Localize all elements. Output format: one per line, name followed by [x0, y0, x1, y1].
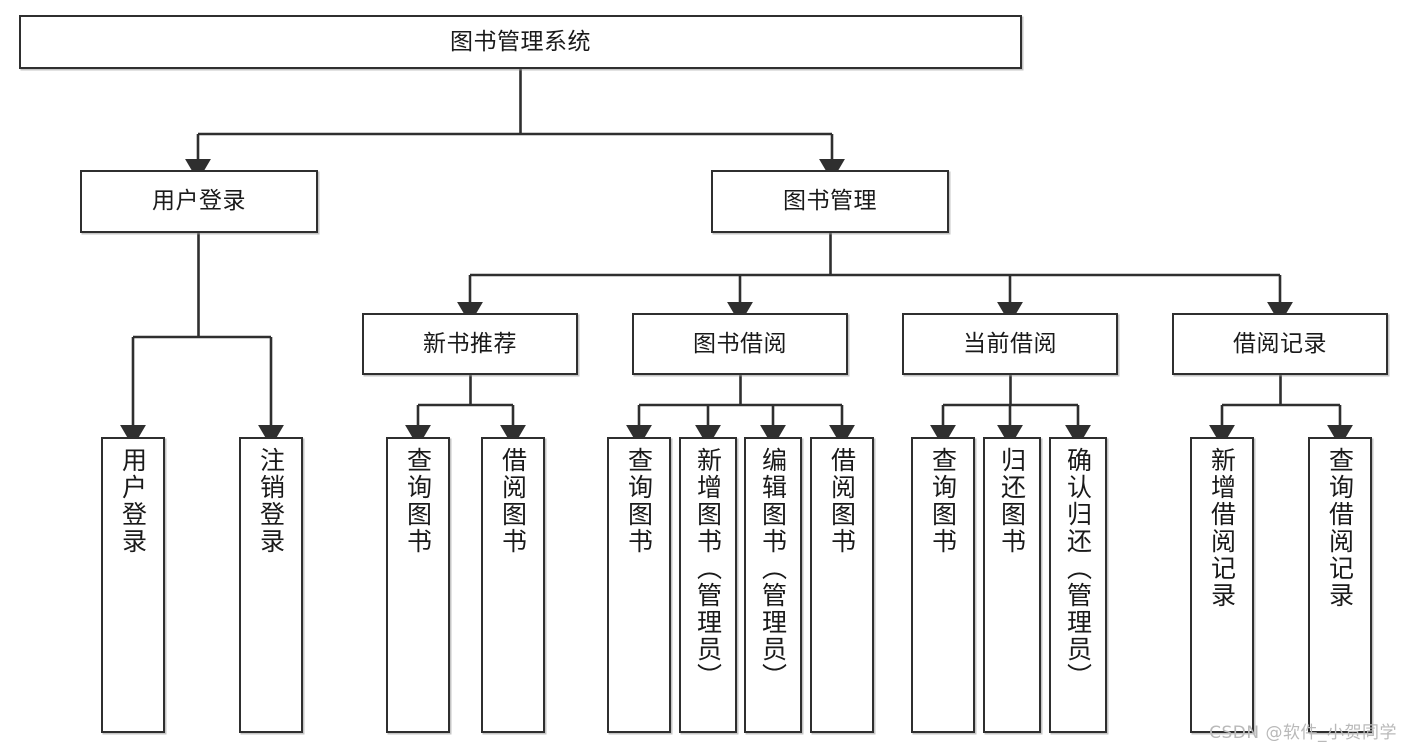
- node-new-book-recommend[interactable]: 新书推荐: [362, 313, 578, 375]
- node-book-management-label: 图书管理: [783, 188, 877, 215]
- node-current-borrow[interactable]: 当前借阅: [902, 313, 1118, 375]
- node-book-management[interactable]: 图书管理: [711, 170, 949, 233]
- node-borrow-record[interactable]: 借阅记录: [1172, 313, 1388, 375]
- leaf-current-borrow-confirm-label: 确认归还（管理员）: [1063, 447, 1093, 690]
- leaf-new-book-query[interactable]: 查询图书: [386, 437, 450, 733]
- node-book-borrow-label: 图书借阅: [693, 330, 787, 357]
- leaf-borrow-record-query[interactable]: 查询借阅记录: [1308, 437, 1372, 733]
- node-user-login[interactable]: 用户登录: [80, 170, 318, 233]
- leaf-book-borrow-borrow-label: 借阅图书: [827, 447, 857, 555]
- leaf-user-login-logout[interactable]: 注销登录: [239, 437, 303, 733]
- leaf-current-borrow-return[interactable]: 归还图书: [983, 437, 1041, 733]
- leaf-book-borrow-edit-label: 编辑图书（管理员）: [758, 447, 788, 690]
- leaf-book-borrow-add[interactable]: 新增图书（管理员）: [679, 437, 737, 733]
- node-new-book-recommend-label: 新书推荐: [423, 330, 517, 357]
- csdn-watermark: CSDN @软件_小贺同学: [1209, 723, 1397, 743]
- node-borrow-record-label: 借阅记录: [1233, 330, 1327, 357]
- node-user-login-label: 用户登录: [152, 188, 246, 215]
- leaf-current-borrow-query-label: 查询图书: [928, 447, 958, 555]
- node-current-borrow-label: 当前借阅: [963, 330, 1057, 357]
- leaf-book-borrow-add-label: 新增图书（管理员）: [693, 447, 723, 690]
- leaf-borrow-record-query-label: 查询借阅记录: [1325, 447, 1355, 609]
- leaf-new-book-query-label: 查询图书: [403, 447, 433, 555]
- node-root-system-label: 图书管理系统: [450, 28, 591, 55]
- leaf-book-borrow-query[interactable]: 查询图书: [607, 437, 671, 733]
- leaf-borrow-record-add-label: 新增借阅记录: [1207, 447, 1237, 609]
- leaf-book-borrow-edit[interactable]: 编辑图书（管理员）: [744, 437, 802, 733]
- leaf-borrow-record-add[interactable]: 新增借阅记录: [1190, 437, 1254, 733]
- node-book-borrow[interactable]: 图书借阅: [632, 313, 848, 375]
- leaf-current-borrow-confirm[interactable]: 确认归还（管理员）: [1049, 437, 1107, 733]
- leaf-user-login-login-label: 用户登录: [118, 447, 148, 555]
- leaf-new-book-borrow[interactable]: 借阅图书: [481, 437, 545, 733]
- leaf-current-borrow-return-label: 归还图书: [997, 447, 1027, 555]
- node-root-system[interactable]: 图书管理系统: [19, 15, 1022, 69]
- leaf-current-borrow-query[interactable]: 查询图书: [911, 437, 975, 733]
- leaf-book-borrow-query-label: 查询图书: [624, 447, 654, 555]
- leaf-user-login-logout-label: 注销登录: [256, 447, 286, 555]
- leaf-user-login-login[interactable]: 用户登录: [101, 437, 165, 733]
- leaf-book-borrow-borrow[interactable]: 借阅图书: [810, 437, 874, 733]
- leaf-new-book-borrow-label: 借阅图书: [498, 447, 528, 555]
